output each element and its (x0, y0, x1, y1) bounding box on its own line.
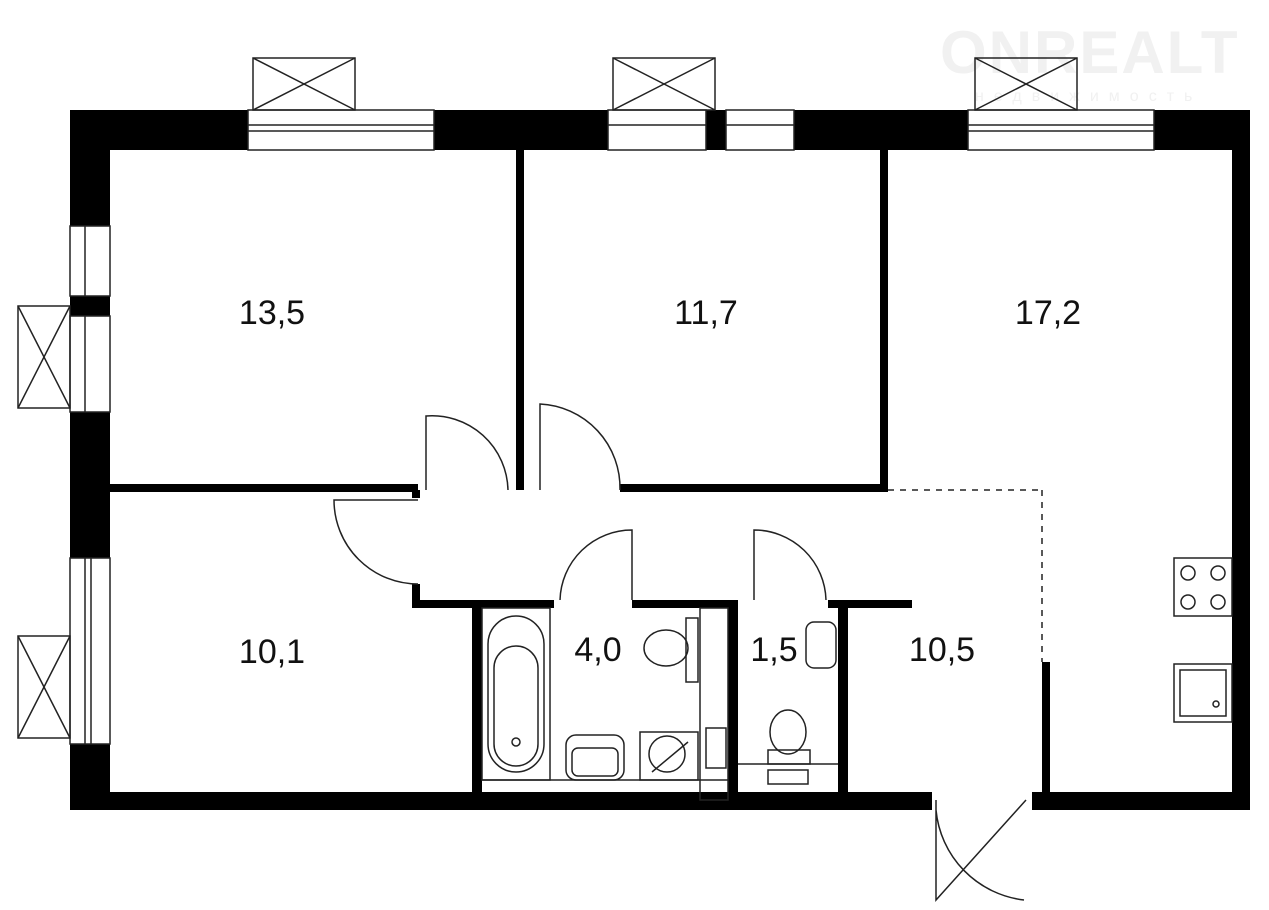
watermark-subtitle: недвижимость (975, 88, 1203, 105)
watermark: ONREALT (940, 19, 1240, 86)
room-area-living-kitchen: 17,2 (1014, 294, 1082, 332)
room-area-hallway: 10,5 (908, 631, 976, 669)
room-area-bedroom-3: 10,1 (238, 633, 306, 671)
room-area-bathroom: 4,0 (574, 631, 622, 669)
room-area-bedroom-1: 13,5 (238, 294, 306, 332)
fixtures (17, 57, 1233, 902)
room-area-bedroom-2: 11,7 (674, 294, 738, 332)
walls (70, 110, 1250, 810)
room-area-toilet: 1,5 (750, 631, 798, 669)
